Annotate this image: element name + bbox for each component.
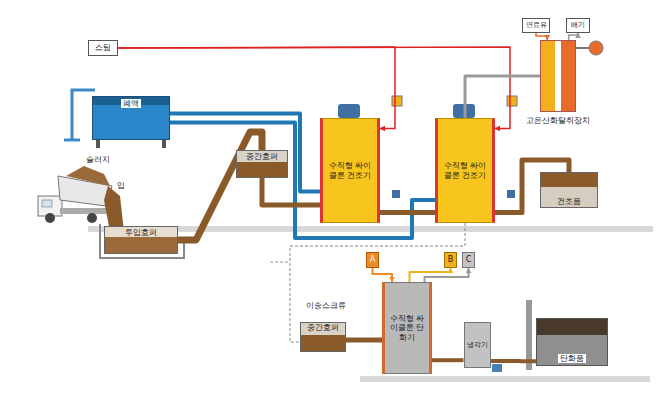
node-text: 배기 [571,21,585,29]
intermediate-hopper: 중간호퍼 [236,150,288,178]
dry-product-bin: 건조품 [540,172,598,208]
input-hopper: 투입호퍼 [104,226,178,254]
carbonized-product-bin: 탄화품 [536,318,608,366]
fuel-oil-box: 연료유 [522,18,550,33]
node-text: C [466,255,472,264]
pipe-connector [373,268,393,282]
node-text: 연료유 [526,21,547,29]
marker-b: B [444,252,457,268]
node-text: 수직형 싸이클론 탄화기 [387,314,427,342]
intermediate-hopper: 중간호퍼 [300,322,346,352]
cooler: 냉각기 [464,322,491,368]
pipe-connector [170,114,320,192]
node-text: 건조품 [557,197,581,206]
pipe-connector [425,268,469,282]
pipe-connector [170,122,435,238]
node-text: 폐액 [121,99,141,108]
dump-truck [38,166,124,232]
steam-box: 스팀 [88,40,118,56]
pipe-connector [290,223,465,342]
dash-line [270,262,290,263]
node-text: 고온산화탈취장치 [526,116,590,125]
marker-a: A [366,252,379,268]
node-text: 중간호퍼 [246,152,278,161]
hopper-pit [100,224,184,258]
node-text: 탄화품 [558,354,586,363]
pipe-connector [346,338,382,343]
pipe-connector [262,178,320,205]
pipe-connector [491,359,537,363]
pipe-connector [178,132,262,240]
marker-c: C [462,252,475,268]
pipe-connector [410,268,451,282]
sludge-label: 슬러지 [86,154,110,165]
node-text: B [448,255,454,264]
node-text: 투입호퍼 [125,228,157,237]
pipe-connector [380,210,435,215]
node-text: 냉각기 [467,341,488,349]
pipe-connector [465,76,540,118]
node-text: 수직형 싸이클론 건조기 [440,161,490,179]
waste-liquid-tank: 폐액 [92,96,170,140]
cyclone-dryer: 수직형 싸이클론 건조기 [320,118,380,223]
pipe-connector [118,47,510,129]
cyclone-dryer: 수직형 싸이클론 건조기 [435,118,495,223]
pipe-connector [536,33,547,40]
deodorizer-fan [576,41,603,55]
deodorizer: 고온산화탈취장치 [540,40,576,112]
screw-conveyor-label: 이송스크류 [306,300,346,311]
pipe-connector [569,33,578,40]
pipe-connector [432,358,464,362]
exhaust-box: 배기 [566,18,590,33]
node-text: 스팀 [95,43,111,52]
cyclone-carbonizer: 수직형 싸이클론 탄화기 [382,282,432,374]
node-text: 수직형 싸이클론 건조기 [325,161,375,179]
node-text: 중간호퍼 [307,324,339,333]
sludge-input-label: 입 [117,180,125,191]
node-text: A [370,255,375,264]
floor-line [360,376,650,382]
